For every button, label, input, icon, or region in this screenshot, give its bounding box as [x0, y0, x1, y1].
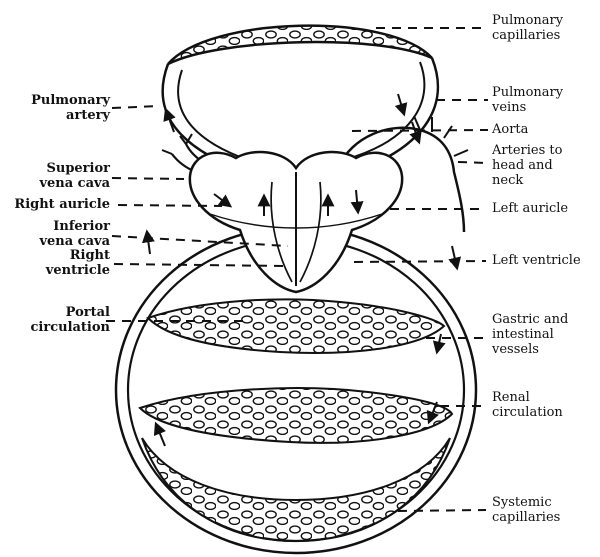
label-pulmonary-artery: Pulmonary artery — [31, 93, 110, 123]
label-aorta: Aorta — [492, 122, 529, 137]
renal-circulation-band — [138, 387, 454, 444]
label-pulmonary-veins: Pulmonary veins — [492, 85, 564, 115]
systemic-capillaries-band — [141, 437, 451, 543]
label-gastric-intestinal-vessels: Gastric and intestinal vessels — [492, 312, 569, 357]
portal-gastric-band — [146, 298, 446, 354]
label-inferior-vena-cava: Inferior vena cava — [39, 219, 110, 249]
label-systemic-capillaries: Systemic capillaries — [492, 495, 561, 525]
label-pulmonary-capillaries: Pulmonary capillaries — [492, 13, 564, 43]
flow-arrows — [141, 93, 462, 447]
label-superior-vena-cava: Superior vena cava — [39, 161, 110, 191]
label-renal-circulation: Renal circulation — [492, 390, 563, 420]
label-left-ventricle: Left ventricle — [492, 253, 581, 268]
label-right-ventricle: Right ventricle — [45, 248, 110, 278]
aorta-arch — [336, 115, 469, 233]
heart — [188, 150, 404, 294]
pulmonary-capillaries-band — [167, 24, 433, 66]
label-portal-circulation: Portal circulation — [30, 305, 111, 335]
pulmonary-veins-channel — [343, 57, 440, 174]
label-right-auricle: Right auricle — [14, 197, 110, 212]
label-arteries-to-head-and-neck: Arteries to head and neck — [492, 143, 563, 188]
leader-lines — [106, 27, 489, 512]
label-left-auricle: Left auricle — [492, 201, 569, 216]
